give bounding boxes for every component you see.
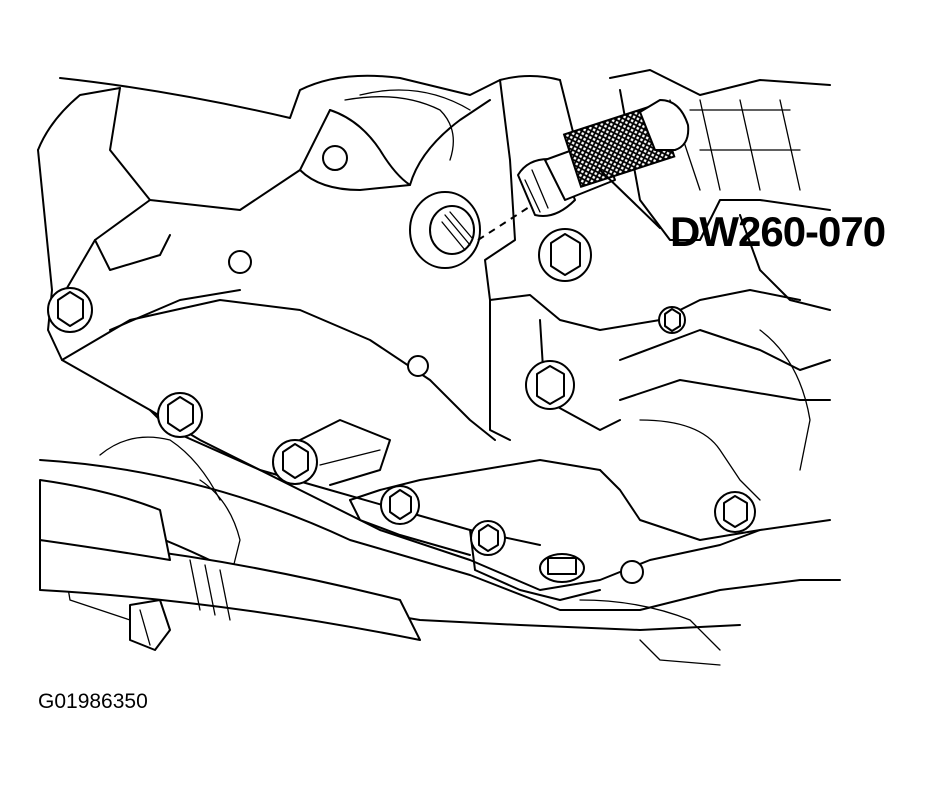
bolt-7: [525, 360, 575, 410]
bolt-2: [157, 392, 203, 438]
bolt-4: [380, 485, 420, 525]
drive-shaft: [39, 479, 421, 651]
bolt-5: [470, 520, 506, 556]
drain-plug: [539, 553, 585, 583]
speedometer-port: [228, 145, 481, 377]
figure-id: G01986350: [38, 690, 148, 713]
bolt-10: [620, 560, 644, 584]
bolt-9: [714, 491, 756, 533]
bolt-6: [538, 228, 592, 282]
bolt-3: [272, 439, 318, 485]
bolt-1: [47, 287, 93, 333]
transaxle-case: [37, 69, 841, 666]
tool-label: DW260-070: [670, 208, 886, 255]
special-tool: [517, 99, 690, 229]
bolt-8: [658, 306, 686, 334]
case-bolts: [47, 228, 756, 584]
